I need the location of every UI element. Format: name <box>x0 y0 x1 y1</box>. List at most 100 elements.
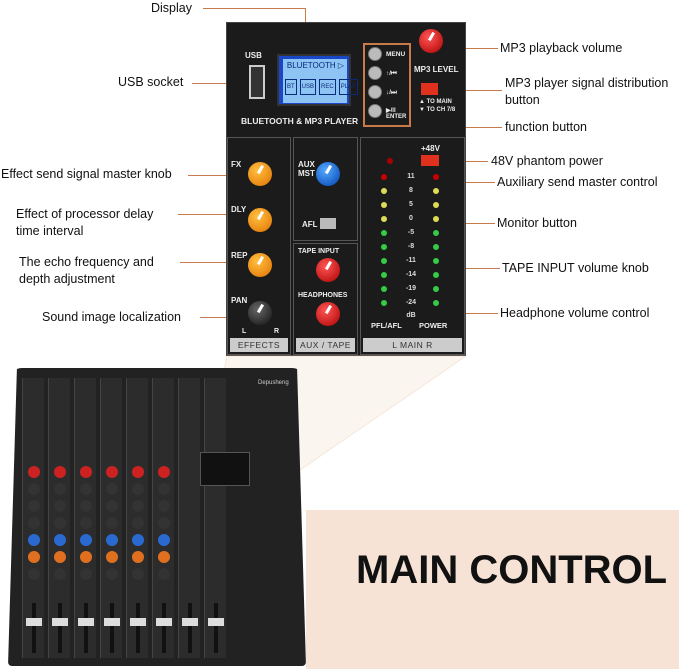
meter-led-left <box>381 202 387 208</box>
meter-label: 0 <box>409 215 413 222</box>
meter-label: 8 <box>409 187 413 194</box>
channel-fader[interactable] <box>104 618 120 626</box>
channel-fader[interactable] <box>208 618 224 626</box>
channel-strip <box>48 378 70 658</box>
channel-knob[interactable] <box>28 534 40 546</box>
channel-fader[interactable] <box>52 618 68 626</box>
channel-knob[interactable] <box>28 466 40 478</box>
meter-led-right <box>433 188 439 194</box>
channel-fader[interactable] <box>26 618 42 626</box>
channel-fader[interactable] <box>156 618 172 626</box>
channel-knob[interactable] <box>54 517 66 529</box>
meter-led-left <box>381 216 387 222</box>
channel-knob[interactable] <box>80 517 92 529</box>
meter-label: -19 <box>405 285 417 292</box>
channel-knob[interactable] <box>106 551 118 563</box>
meter-label: -8 <box>407 243 415 250</box>
meter-led-right <box>433 230 439 236</box>
tape-input-knob[interactable] <box>316 258 340 282</box>
channel-knob[interactable] <box>132 517 144 529</box>
channel-knob[interactable] <box>28 500 40 512</box>
callout-headphone: Headphone volume control <box>500 306 650 320</box>
channel-knob[interactable] <box>80 534 92 546</box>
db-label: dB <box>406 312 416 319</box>
aux-master-knob[interactable] <box>316 162 340 186</box>
channel-knob[interactable] <box>106 517 118 529</box>
channel-knob[interactable] <box>54 568 66 580</box>
phantom-power-button[interactable] <box>421 155 439 166</box>
channel-fader[interactable] <box>130 618 146 626</box>
channel-knob[interactable] <box>132 500 144 512</box>
headphones-knob[interactable] <box>316 302 340 326</box>
next-button[interactable] <box>368 85 382 99</box>
callout-mp3-distribution: MP3 player signal distribution button <box>505 76 669 107</box>
prev-button[interactable] <box>368 66 382 80</box>
callout-mp3-volume: MP3 playback volume <box>500 41 623 55</box>
channel-knob[interactable] <box>158 568 170 580</box>
channel-knob[interactable] <box>80 551 92 563</box>
channel-knob[interactable] <box>106 483 118 495</box>
meter-label: -24 <box>405 299 417 306</box>
mp3-level-knob[interactable] <box>419 29 443 53</box>
afl-button[interactable] <box>320 218 336 229</box>
channel-knob[interactable] <box>158 534 170 546</box>
channel-strip <box>74 378 96 658</box>
meter-led-right <box>433 216 439 222</box>
channel-knob[interactable] <box>80 483 92 495</box>
channel-knob[interactable] <box>28 551 40 563</box>
channel-strip <box>152 378 174 658</box>
callout-usb: USB socket <box>118 75 184 89</box>
channel-knob[interactable] <box>54 534 66 546</box>
meter-led-left <box>381 300 387 306</box>
pan-knob[interactable] <box>248 301 272 325</box>
bt-player-label: BLUETOOTH & MP3 PLAYER <box>241 116 359 126</box>
channel-strip <box>100 378 122 658</box>
meter-label: -11 <box>406 257 416 264</box>
meter-led-right <box>433 202 439 208</box>
channel-knob[interactable] <box>158 551 170 563</box>
channel-knob[interactable] <box>28 517 40 529</box>
meter-led-left <box>381 230 387 236</box>
channel-knob[interactable] <box>106 568 118 580</box>
meter-led-left <box>381 244 387 250</box>
channel-knob[interactable] <box>158 517 170 529</box>
meter-label: 11 <box>407 173 415 180</box>
channel-knob[interactable] <box>132 466 144 478</box>
rep-knob[interactable] <box>248 253 272 277</box>
tape-section: TAPE INPUT HEADPHONES AUX / TAPE <box>293 243 358 355</box>
usb-label: USB <box>245 51 262 60</box>
fx-knob[interactable] <box>248 162 272 186</box>
channel-knob[interactable] <box>132 568 144 580</box>
channel-knob[interactable] <box>106 500 118 512</box>
channel-knob[interactable] <box>158 483 170 495</box>
channel-knob[interactable] <box>28 568 40 580</box>
play-enter-button[interactable] <box>368 104 382 118</box>
channel-knob[interactable] <box>80 568 92 580</box>
channel-knob[interactable] <box>158 500 170 512</box>
channel-fader[interactable] <box>78 618 94 626</box>
dly-knob[interactable] <box>248 208 272 232</box>
mp3-distribution-button[interactable] <box>421 83 438 95</box>
channel-knob[interactable] <box>80 466 92 478</box>
channel-knob[interactable] <box>54 500 66 512</box>
channel-knob[interactable] <box>158 466 170 478</box>
callout-monitor: Monitor button <box>497 216 577 230</box>
banner-title: MAIN CONTROL <box>356 548 668 592</box>
channel-knob[interactable] <box>106 534 118 546</box>
usb-socket[interactable] <box>249 65 265 99</box>
channel-knob[interactable] <box>132 534 144 546</box>
meter-label: -5 <box>407 229 415 236</box>
channel-knob[interactable] <box>132 483 144 495</box>
channel-knob[interactable] <box>106 466 118 478</box>
channel-knob[interactable] <box>28 483 40 495</box>
channel-knob[interactable] <box>54 483 66 495</box>
menu-button[interactable] <box>368 47 382 61</box>
meter-label: 5 <box>409 201 413 208</box>
callout-aux-master: Auxiliary send master control <box>497 175 658 189</box>
channel-knob[interactable] <box>54 551 66 563</box>
channel-knob[interactable] <box>54 466 66 478</box>
channel-fader[interactable] <box>182 618 198 626</box>
lcd-display: BLUETOOTH ▷ BT USB REC PLAY <box>277 54 358 106</box>
channel-knob[interactable] <box>80 500 92 512</box>
channel-knob[interactable] <box>132 551 144 563</box>
